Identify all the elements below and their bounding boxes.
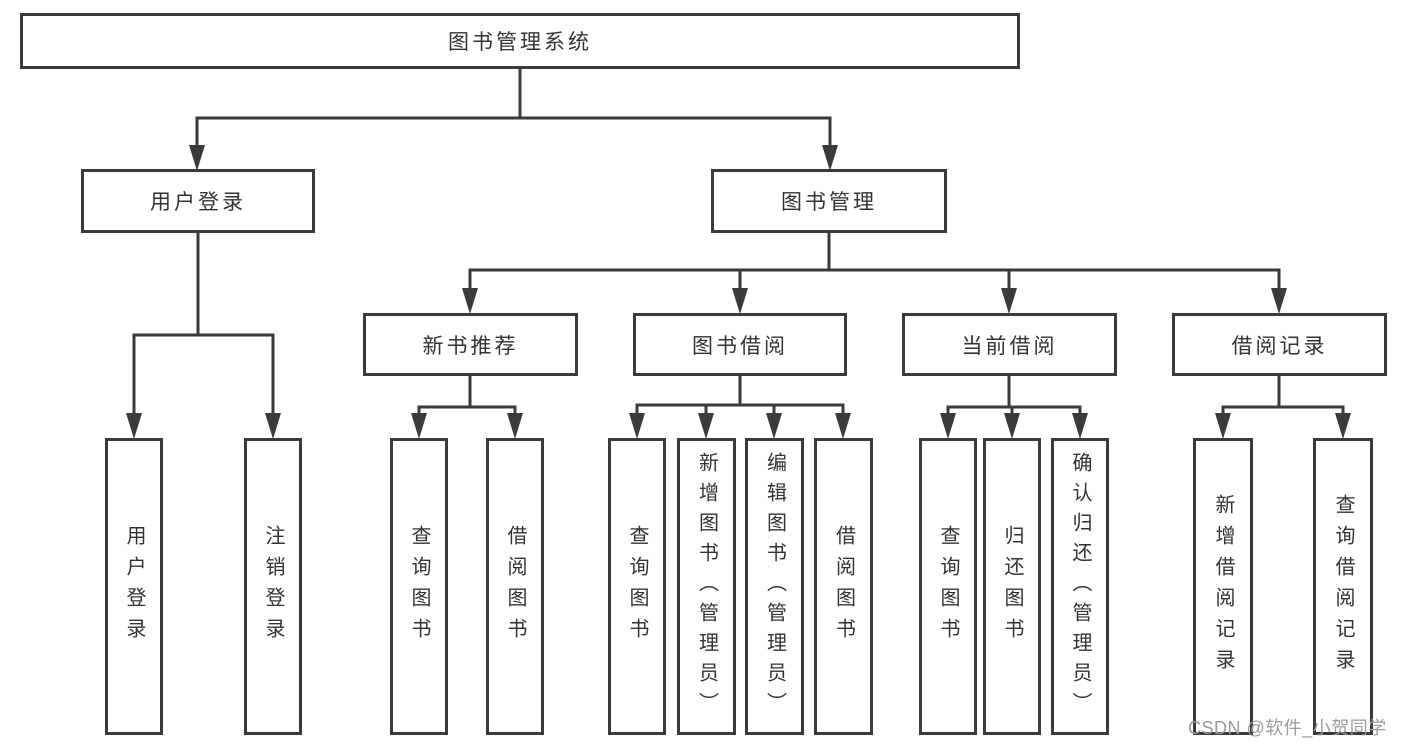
- node-label: 新书推荐: [422, 334, 519, 358]
- node-leaf-confirm-return-admin: 确认归还（管理员）: [1051, 438, 1109, 735]
- node-label: 借阅图书: [504, 524, 526, 649]
- node-leaf-query-books-borrowing: 查询图书: [608, 438, 666, 735]
- node-current-borrowing: 当前借阅: [902, 313, 1117, 376]
- node-label: 借阅图书: [832, 524, 855, 649]
- node-leaf-query-borrow-record: 查询借阅记录: [1313, 438, 1373, 735]
- node-leaf-user-login: 用户登录: [105, 438, 163, 735]
- node-book-borrowing: 图书借阅: [633, 313, 847, 376]
- node-label: 借阅记录: [1231, 334, 1328, 358]
- node-label: 注销登录: [262, 524, 284, 649]
- node-leaf-query-books-current: 查询图书: [919, 438, 977, 735]
- node-new-book-recommend: 新书推荐: [363, 313, 578, 376]
- node-leaf-return-books: 归还图书: [983, 438, 1041, 735]
- node-label: 查询借阅记录: [1332, 493, 1354, 680]
- csdn-watermark: CSDN @软件_小贺同学: [1188, 718, 1387, 738]
- node-leaf-add-books-admin: 新增图书（管理员）: [677, 438, 736, 735]
- node-leaf-borrow-books-recommend: 借阅图书: [486, 438, 544, 735]
- node-leaf-borrow-books-borrowing: 借阅图书: [814, 438, 873, 735]
- node-label: 用户登录: [123, 524, 145, 649]
- node-leaf-edit-books-admin: 编辑图书（管理员）: [745, 438, 804, 735]
- node-label: 查询图书: [408, 524, 430, 649]
- node-label: 查询图书: [937, 524, 959, 649]
- node-borrow-records: 借阅记录: [1172, 313, 1387, 376]
- node-label: 新增借阅记录: [1212, 493, 1234, 680]
- node-label: 查询图书: [626, 524, 648, 649]
- node-leaf-add-borrow-record: 新增借阅记录: [1193, 438, 1253, 735]
- node-label: 归还图书: [1001, 524, 1023, 649]
- node-book-management: 图书管理: [711, 169, 947, 233]
- node-root-label: 图书管理系统: [448, 31, 592, 54]
- node-label: 当前借阅: [961, 334, 1058, 358]
- node-label: 编辑图书（管理员）: [763, 451, 786, 722]
- node-root: 图书管理系统: [20, 13, 1020, 69]
- node-label: 新增图书（管理员）: [695, 451, 718, 722]
- node-label: 图书借阅: [692, 334, 788, 358]
- node-label: 图书管理: [781, 191, 877, 214]
- node-user-login-branch: 用户登录: [81, 169, 315, 233]
- node-label: 用户登录: [150, 191, 246, 214]
- node-leaf-logout: 注销登录: [244, 438, 302, 735]
- node-leaf-query-books-recommend: 查询图书: [390, 438, 448, 735]
- node-label: 确认归还（管理员）: [1069, 451, 1091, 722]
